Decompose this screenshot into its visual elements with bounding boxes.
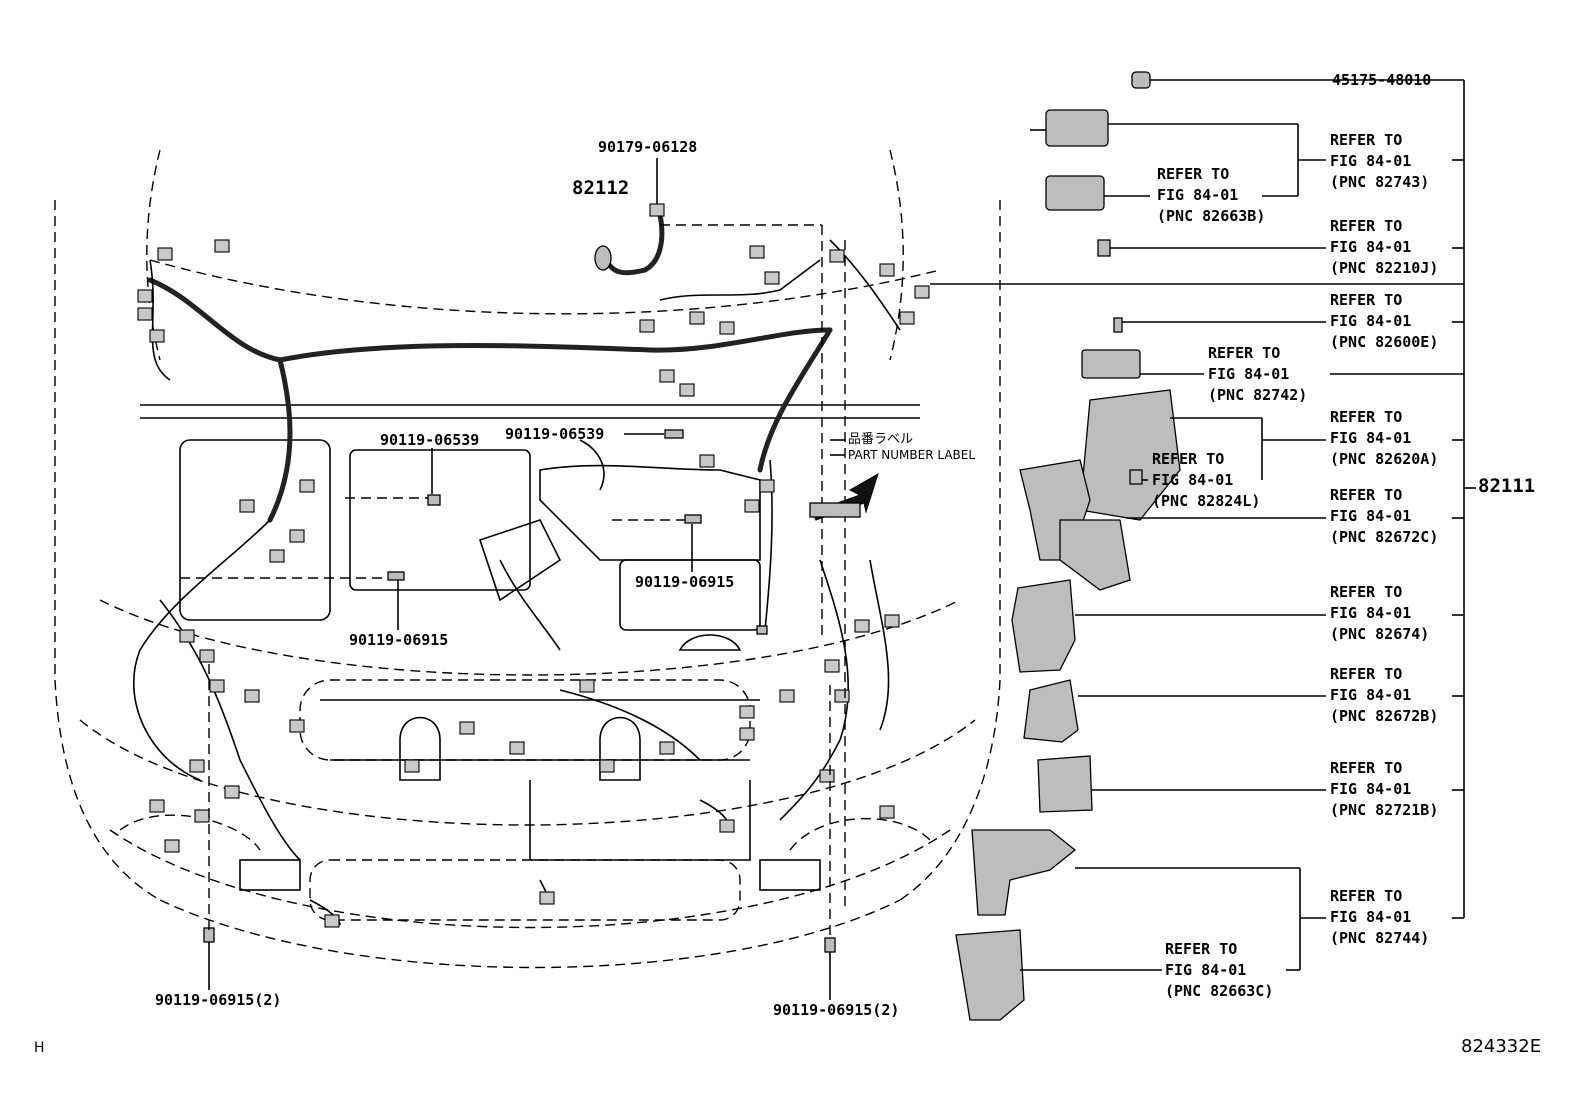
callout-82672c: REFER TO FIG 84-01 (PNC 82672C): [1330, 486, 1439, 546]
part-number-label-en: PART NUMBER LABEL: [848, 448, 976, 462]
callout-leaders: [930, 79, 1476, 971]
fastener-label-6915-mid: 90119-06915: [635, 573, 735, 591]
callout-82721b: REFER TO FIG 84-01 (PNC 82721B): [1330, 759, 1439, 819]
callout-82674: REFER TO FIG 84-01 (PNC 82674): [1330, 583, 1430, 643]
callout-82663b: REFER TO FIG 84-01 (PNC 82663B): [1157, 165, 1266, 225]
corner-mark: H: [34, 1040, 45, 1056]
connectors: [137, 239, 930, 928]
sub-harness-82112: [594, 203, 665, 276]
fastener-leaders: [180, 158, 846, 1000]
fastener-label-bottom-left: 90119-06915(2): [155, 991, 282, 1009]
callout-82620a: REFER TO FIG 84-01 (PNC 82620A): [1330, 408, 1439, 468]
callout-82744: REFER TO FIG 84-01 (PNC 82744): [1330, 887, 1430, 947]
fastener-label-6539-left: 90119-06539: [380, 431, 480, 449]
callout-82824l: REFER TO FIG 84-01 (PNC 82824L): [1152, 450, 1261, 510]
main-part-label: 82111: [1478, 475, 1536, 497]
bolts: [203, 429, 836, 953]
fastener-label-6915-left: 90119-06915: [349, 631, 449, 649]
fastener-label-6539-right: 90119-06539: [505, 425, 605, 443]
callout-82663c: REFER TO FIG 84-01 (PNC 82663C): [1165, 940, 1274, 1000]
part-number-label-jp: 品番ラベル: [848, 432, 914, 447]
fastener-label-bottom-right: 90119-06915(2): [773, 1001, 900, 1019]
fastener-label-top: 90179-06128: [598, 138, 698, 156]
engine-components: [140, 404, 920, 891]
callout-82672b: REFER TO FIG 84-01 (PNC 82672B): [1330, 665, 1439, 725]
callout-82743: REFER TO FIG 84-01 (PNC 82743): [1330, 131, 1430, 191]
callout-82210j: REFER TO FIG 84-01 (PNC 82210J): [1330, 217, 1439, 277]
callout-82742: REFER TO FIG 84-01 (PNC 82742): [1208, 344, 1308, 404]
figure-id: 824332E: [1461, 1036, 1542, 1057]
component-parts: [955, 71, 1181, 1021]
sub-part-label: 82112: [572, 177, 630, 199]
wire-harness: [132, 239, 901, 926]
label-arrow: [809, 439, 879, 521]
callout-82600e: REFER TO FIG 84-01 (PNC 82600E): [1330, 291, 1439, 351]
callout-45175: 45175-48010: [1332, 71, 1432, 89]
